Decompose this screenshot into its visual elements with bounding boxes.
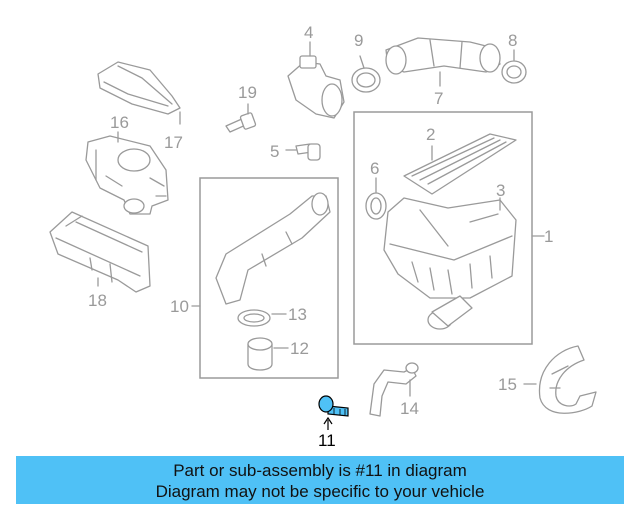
part-13-gasket[interactable] [237, 309, 287, 327]
part-17-snorkel-cover[interactable] [97, 61, 181, 125]
callout-11: 11 [318, 431, 336, 450]
callout-4: 4 [304, 23, 313, 42]
callout-8: 8 [508, 31, 517, 50]
callout-17: 17 [164, 133, 183, 152]
part-14-vent-tube[interactable] [369, 362, 419, 417]
callout-3: 3 [496, 181, 505, 200]
info-banner: Part or sub-assembly is #11 in diagram D… [16, 456, 624, 504]
part-18-air-duct[interactable] [49, 211, 151, 293]
part-4-maf-sensor[interactable] [287, 41, 345, 119]
part-11-bolt-highlighted[interactable] [318, 395, 349, 430]
part-10-outlet-pipe[interactable] [215, 192, 331, 305]
part-1-air-cleaner-box[interactable] [383, 197, 517, 330]
callout-7: 7 [434, 89, 443, 108]
part-16-resonator[interactable] [85, 131, 169, 215]
callout-19: 19 [238, 83, 257, 102]
banner-line-1: Part or sub-assembly is #11 in diagram [173, 461, 467, 480]
callout-9: 9 [354, 31, 363, 50]
callout-2: 2 [426, 125, 435, 144]
part-2-air-filter[interactable] [403, 133, 517, 195]
callout-5: 5 [270, 142, 279, 161]
callout-15: 15 [498, 375, 517, 394]
part-15-hose[interactable] [523, 345, 597, 414]
assembly-frame-10 [199, 177, 339, 379]
part-7-intake-hose[interactable] [385, 37, 501, 87]
callout-12: 12 [290, 339, 309, 358]
callout-16: 16 [110, 113, 129, 132]
callout-1: 1 [544, 227, 553, 246]
banner-line-2: Diagram may not be specific to your vehi… [155, 482, 485, 501]
part-6-seal[interactable] [365, 177, 387, 220]
callout-10: 10 [170, 297, 189, 316]
part-9-clamp[interactable] [351, 55, 381, 93]
part-19-screw[interactable] [225, 103, 257, 133]
callout-14: 14 [400, 399, 419, 418]
callout-18: 18 [88, 291, 107, 310]
part-8-clamp[interactable] [501, 49, 527, 84]
assembly-frame-1 [353, 111, 533, 345]
callout-13: 13 [288, 305, 307, 324]
part-5-bolt[interactable] [285, 143, 321, 161]
part-12-sleeve[interactable] [247, 337, 289, 371]
callout-6: 6 [370, 159, 379, 178]
